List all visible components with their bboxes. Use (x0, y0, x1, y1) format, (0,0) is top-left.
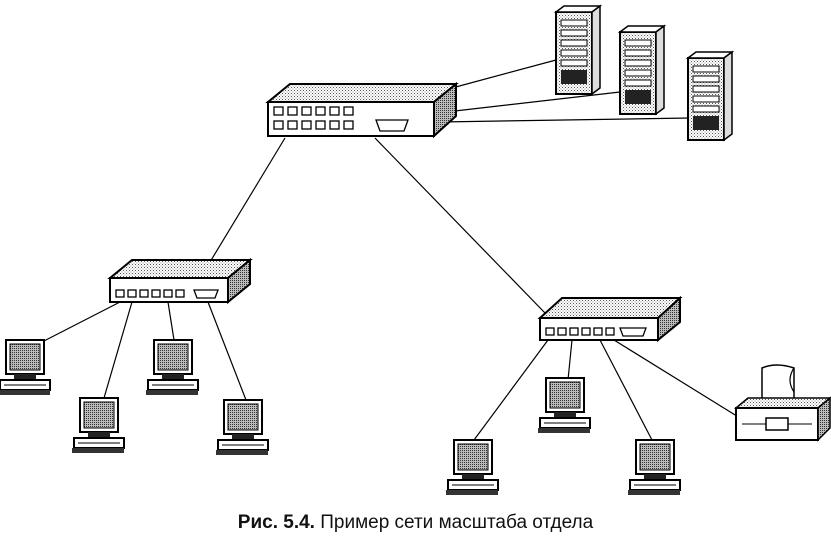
cable-main-hub-server-1 (451, 59, 557, 89)
cable-main-hub-server-2 (445, 91, 621, 113)
cable-left-hub-pc-1 (41, 301, 121, 343)
figure-number: Рис. 5.4. (237, 512, 315, 533)
cable-right-hub-printer (613, 339, 741, 419)
main-hub (265, 81, 459, 139)
workstation-left-1 (0, 339, 51, 396)
left-hub (107, 257, 253, 305)
cable-main-hub-server-3 (439, 117, 691, 123)
server-3 (687, 51, 733, 141)
cable-right-hub-pc-3 (599, 339, 653, 441)
cable-left-hub-pc-4 (207, 301, 247, 401)
figure-caption: Рис. 5.4. Пример сети масштаба отдела (0, 512, 831, 534)
workstation-left-4 (215, 399, 269, 456)
workstation-right-1 (445, 439, 499, 496)
workstation-left-2 (71, 397, 125, 454)
cables (41, 59, 741, 441)
printer (733, 364, 831, 442)
figure-title: Пример сети масштаба отдела (320, 512, 594, 533)
workstation-right-3 (627, 439, 681, 496)
cable-right-hub-pc-1 (473, 339, 549, 441)
cable-main-hub-right-hub (374, 137, 546, 314)
cable-right-hub-pc-2 (567, 339, 573, 381)
cable-main-hub-left-hub (209, 137, 286, 263)
network-diagram (0, 5, 831, 496)
workstation-left-3 (145, 339, 199, 396)
cable-left-hub-pc-3 (167, 301, 175, 341)
cable-left-hub-pc-2 (103, 301, 133, 399)
right-hub (537, 295, 683, 343)
server-1 (555, 5, 601, 95)
server-2 (619, 25, 665, 115)
workstation-right-2 (537, 377, 591, 434)
